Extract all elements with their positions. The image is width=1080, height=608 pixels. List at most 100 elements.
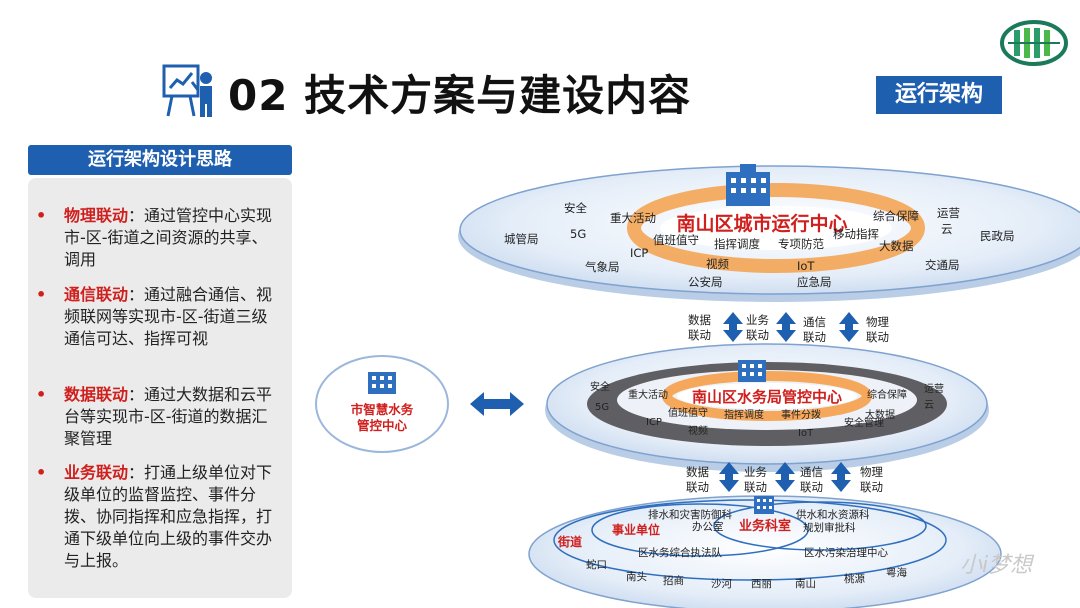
- link-label-data: 数据联动: [686, 465, 709, 494]
- list-item: • 数据联动：通过大数据和云平台等实现市-区-街道的数据汇聚管理: [36, 384, 282, 450]
- street-labels: 蛇口 南头 招商 沙河 西丽 南山 桃源 粤海: [586, 558, 907, 590]
- middle-label: ICP: [646, 417, 662, 428]
- middle-orange-ring: [662, 371, 872, 421]
- architecture-diagram: 南山区城市运行中心 安全 重大活动 综合保障 运营 云 城管局 5G 民政局 I…: [315, 164, 1080, 608]
- ring-label-institution: 事业单位: [612, 522, 660, 537]
- top-label: 视频: [706, 257, 729, 271]
- top-center-label: 南山区城市运行中心: [676, 212, 847, 235]
- bullet: •: [36, 206, 47, 225]
- list-item: • 业务联动：打通上级单位对下级单位的监督监控、事件分拨、协同指挥和应急指挥，打…: [36, 462, 282, 572]
- link-arrows-2: [719, 462, 851, 492]
- bottom-right-ring: [713, 501, 927, 551]
- top-label: IoT: [797, 259, 815, 273]
- top-label: 5G: [570, 227, 586, 241]
- bullet: •: [36, 285, 47, 304]
- building-icon: [368, 372, 396, 394]
- link-label-business: 业务联动: [746, 313, 769, 342]
- ring-label-street: 街道: [557, 534, 582, 549]
- link-label-physical: 物理联动: [866, 315, 889, 344]
- street-label: 南头: [626, 570, 647, 583]
- double-arrow-icon: [831, 462, 851, 492]
- link-arrows-1: [723, 312, 859, 342]
- top-label: 应急局: [797, 275, 832, 289]
- horizontal-arrow-icon: [470, 392, 524, 416]
- bottom-unit-labels: 排水和灾害防御科 办公室 供水和水资源科 规划审批科 区水务综合执法队 区水污染…: [638, 508, 888, 559]
- item-keyword: 物理联动: [64, 206, 129, 225]
- middle-inner-label: 重大活动: [628, 388, 668, 401]
- watermark: 小i梦想: [960, 553, 1035, 578]
- list-item: • 通信联动：通过融合通信、视频联网等实现市-区-街道三级通信可达、指挥可视: [36, 284, 282, 350]
- double-arrow-icon: [839, 312, 859, 342]
- top-label: 安全: [564, 201, 587, 215]
- middle-inner-label: 安全管理: [844, 416, 884, 429]
- link-label-business: 业务联动: [744, 465, 767, 494]
- middle-inner-label: 综合保障: [867, 388, 907, 401]
- street-label: 桃源: [844, 572, 865, 585]
- top-label: 大数据: [879, 239, 914, 253]
- middle-label: 云: [924, 400, 934, 411]
- top-label: 交通局: [925, 258, 960, 272]
- item-keyword: 通信联动: [64, 285, 129, 304]
- top-label: 运营: [937, 206, 960, 220]
- unit-label: 规划审批科: [803, 521, 856, 534]
- top-label: 重大活动: [610, 211, 656, 225]
- side-node: [315, 355, 449, 453]
- top-label: 气象局: [585, 260, 620, 274]
- middle-inner-label: 大数据: [865, 408, 895, 421]
- unit-label: 排水和灾害防御科: [648, 508, 732, 521]
- double-arrow-icon: [723, 312, 743, 342]
- middle-label: 5G: [595, 402, 609, 413]
- top-label: 云: [941, 222, 953, 236]
- bottom-center-label: 业务科室: [739, 518, 791, 534]
- item-keyword: 业务联动: [64, 463, 129, 482]
- double-arrow-icon: [719, 462, 739, 492]
- item-text: ：通过融合通信、视频联网等实现市-区-街道三级通信可达、指挥可视: [64, 285, 273, 348]
- middle-inner-label: 事件分拨: [781, 408, 821, 421]
- list-item: • 物理联动：通过管控中心实现市-区-街道之间资源的共享、调用: [36, 205, 282, 271]
- middle-inner-label: 视频: [688, 424, 708, 437]
- street-label: 南山: [795, 577, 816, 590]
- item-text: ：打通上级单位对下级单位的监督监控、事件分拨、协同指挥和应急指挥，打通下级单位向…: [64, 463, 273, 570]
- link-row-2: 数据联动 业务联动 通信联动 物理联动: [686, 465, 883, 494]
- top-label: 公安局: [688, 275, 723, 289]
- top-center-plate: [660, 206, 892, 250]
- page-title: 02 技术方案与建设内容: [228, 71, 692, 120]
- middle-label: 安全: [590, 380, 610, 393]
- double-arrow-icon: [775, 462, 795, 492]
- top-label: 综合保障: [873, 209, 919, 223]
- top-label: ICP: [630, 246, 648, 260]
- panel-background: [28, 178, 292, 598]
- item-keyword: 数据联动: [64, 385, 129, 404]
- section-tag: 运行架构: [876, 76, 1002, 114]
- link-row-1: 数据联动 业务联动 通信联动 物理联动: [688, 313, 889, 344]
- top-orange-ring: [627, 183, 925, 273]
- top-inner-label: 移动指挥: [833, 227, 879, 241]
- bottom-left-ring: [591, 503, 809, 557]
- bullet: •: [36, 385, 47, 404]
- street-label: 蛇口: [586, 558, 607, 571]
- middle-center-plate: [677, 383, 857, 409]
- middle-label: 运营: [924, 382, 944, 395]
- middle-inner-label: IoT: [798, 428, 814, 439]
- street-label: 招商: [663, 574, 684, 587]
- building-icon: [754, 496, 774, 514]
- top-inner-label: 指挥调度: [714, 237, 760, 251]
- unit-label: 区水务综合执法队: [638, 546, 722, 559]
- middle-disc-labels: 安全 5G ICP 运营 云 重大活动 值班值守 指挥调度 事件分拨 综合保障 …: [590, 380, 944, 439]
- top-inner-label: 专项防范: [778, 237, 824, 251]
- double-arrow-icon: [776, 312, 796, 342]
- middle-inner-label: 指挥调度: [724, 408, 764, 421]
- top-disc-labels: 安全 重大活动 综合保障 运营 云 城管局 5G 民政局 ICP 大数据 交通局…: [504, 201, 1015, 289]
- bullet: •: [36, 463, 47, 482]
- bottom-outer-ring: [553, 499, 947, 581]
- presentation-icon: [162, 64, 212, 117]
- building-icon: [738, 360, 766, 382]
- link-label-comm: 通信联动: [803, 315, 826, 344]
- top-label: 民政局: [980, 229, 1015, 243]
- unit-label: 办公室: [692, 520, 724, 533]
- item-text: ：通过管控中心实现市-区-街道之间资源的共享、调用: [64, 206, 273, 269]
- middle-inner-label: 值班值守: [668, 406, 708, 419]
- top-inner-label: 值班值守: [653, 233, 699, 247]
- top-label: 城管局: [504, 232, 539, 246]
- logo-icon: [1000, 20, 1068, 66]
